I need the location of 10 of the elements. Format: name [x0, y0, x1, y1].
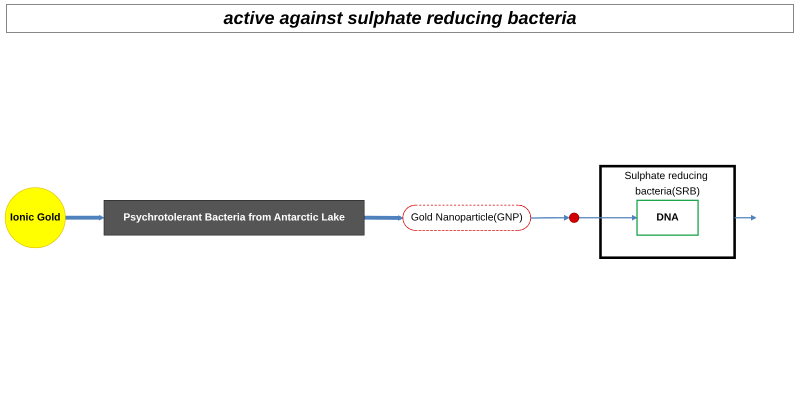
node-box: Psychrotolerant Bacteria from Antarctic Lake — [104, 200, 365, 236]
node-box: DNA — [636, 200, 699, 236]
node-circle: Ionic Gold — [4, 187, 66, 248]
arrow — [579, 214, 638, 221]
arrow — [734, 214, 756, 221]
arrow — [65, 214, 104, 221]
arrow — [530, 214, 570, 221]
title-banner: active against sulphate reducing bacteria — [6, 4, 794, 33]
node-circle — [569, 212, 580, 223]
arrow — [364, 215, 404, 221]
